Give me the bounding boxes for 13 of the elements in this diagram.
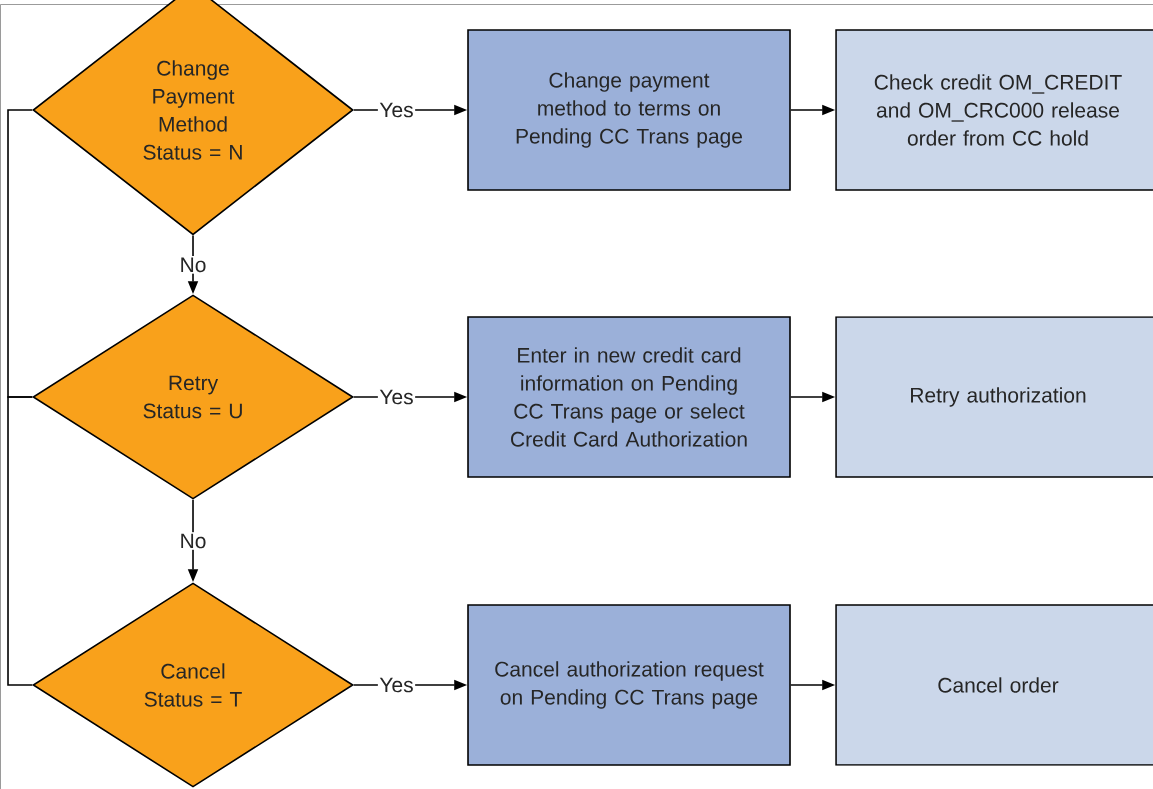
process-box: Check credit OM_CREDIT and OM_CRC000 release order from CC hold (835, 29, 1153, 191)
connector-line (7, 396, 33, 686)
edge-label: Yes (377, 101, 416, 119)
process-box: Cancel authorization request on Pending CC Trans page (467, 604, 791, 766)
connector-line (7, 109, 33, 398)
edge-label: Yes (377, 676, 416, 694)
process-box: Cancel order (835, 604, 1153, 766)
edge-label: Yes (377, 388, 416, 406)
process-box: Enter in new credit card information on Pending CC Trans page or select Credit Card Authorization (467, 316, 791, 478)
process-box: Retry authorization (835, 316, 1153, 478)
process-box: Change payment method to terms on Pending CC Trans page (467, 29, 791, 191)
edge-label: No (178, 256, 208, 274)
edge-label: No (178, 532, 208, 550)
